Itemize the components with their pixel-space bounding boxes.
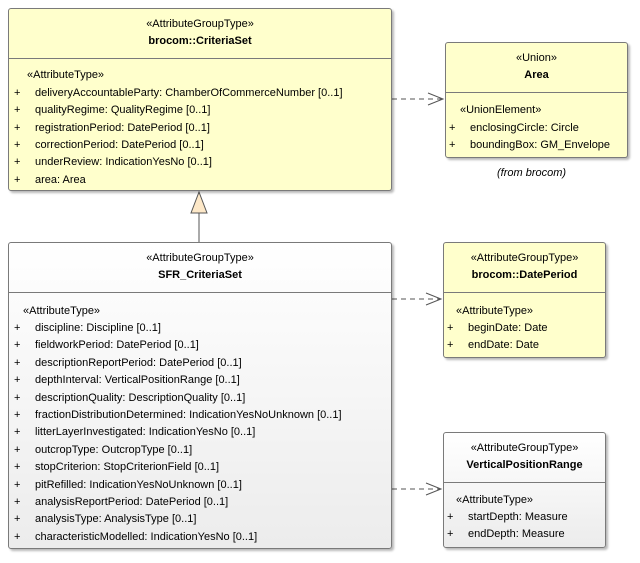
attribute-row: boundingBox: GM_Envelope (470, 139, 611, 151)
attribute-row: descriptionQuality: DescriptionQuality [… (35, 391, 246, 404)
class-criteria-set[interactable]: «AttributeGroupType» brocom::CriteriaSet… (8, 8, 392, 191)
class-sfr-criteria-set[interactable]: «AttributeGroupType» SFR_CriteriaSet «At… (8, 242, 392, 549)
class-header: «Union» Area (446, 43, 627, 93)
class-header: «AttributeGroupType» SFR_CriteriaSet (9, 243, 391, 293)
visibility-marker: + (14, 138, 21, 151)
visibility-marker: + (14, 443, 21, 456)
attribute-row: underReview: IndicationYesNo [0..1] (35, 156, 212, 169)
visibility-marker: + (447, 339, 454, 351)
attribute-row: outcropType: OutcropType [0..1] (35, 443, 193, 456)
section-label: «AttributeType» (456, 305, 534, 317)
attribute-row: endDate: Date (468, 339, 539, 351)
attribute-row: area: Area (35, 173, 86, 186)
attribute-row: enclosingCircle: Circle (470, 122, 579, 134)
visibility-marker: + (14, 530, 21, 543)
visibility-marker: + (14, 461, 21, 474)
attribute-row: descriptionReportPeriod: DatePeriod [0..… (35, 356, 242, 369)
class-name: brocom::CriteriaSet (148, 35, 252, 47)
stereotype-label: «AttributeGroupType» (470, 252, 579, 264)
section-label: «AttributeType» (456, 494, 534, 506)
association-arrowhead-area (427, 92, 445, 106)
attribute-row: fractionDistributionDetermined: Indicati… (35, 409, 342, 421)
class-date-period[interactable]: «AttributeGroupType» brocom::DatePeriod … (443, 242, 606, 358)
stereotype-label: «AttributeGroupType» (146, 252, 254, 264)
stereotype-label: «Union» (516, 52, 557, 64)
visibility-marker: + (449, 122, 456, 134)
attribute-row: analysisReportPeriod: DatePeriod [0..1] (35, 496, 229, 508)
attribute-row: fieldworkPeriod: DatePeriod [0..1] (35, 339, 199, 352)
attribute-row: beginDate: Date (468, 322, 548, 334)
visibility-marker: + (14, 391, 21, 404)
visibility-marker: + (447, 528, 454, 540)
attribute-row: analysisType: AnalysisType [0..1] (35, 513, 197, 526)
visibility-marker: + (14, 87, 21, 99)
visibility-marker: + (14, 496, 21, 508)
visibility-marker: + (14, 426, 21, 439)
attribute-row: characteristicModelled: IndicationYesNo … (35, 530, 258, 543)
section-label: «UnionElement» (460, 104, 542, 116)
attribute-row: pitRefilled: IndicationYesNoUnknown [0..… (35, 478, 242, 491)
attribute-row: deliveryAccountableParty: ChamberOfComme… (35, 87, 343, 99)
visibility-marker: + (449, 139, 456, 151)
class-name: Area (524, 69, 549, 81)
attribute-row: registrationPeriod: DatePeriod [0..1] (35, 121, 210, 134)
attribute-row: litterLayerInvestigated: IndicationYesNo… (35, 426, 256, 439)
attribute-row: stopCriterion: StopCriterionField [0..1] (35, 461, 220, 474)
visibility-marker: + (447, 511, 454, 523)
stereotype-label: «AttributeGroupType» (146, 18, 254, 30)
class-area[interactable]: «Union» Area «UnionElement» + enclosingCi… (445, 42, 628, 158)
attribute-row: endDepth: Measure (468, 528, 565, 540)
attribute-row: depthInterval: VerticalPositionRange [0.… (35, 374, 240, 387)
attribute-row: qualityRegime: QualityRegime [0..1] (35, 104, 211, 117)
visibility-marker: + (14, 173, 21, 186)
visibility-marker: + (14, 409, 21, 421)
association-arrowhead-verticalposition (425, 482, 443, 496)
attribute-row: correctionPeriod: DatePeriod [0..1] (35, 138, 204, 151)
class-name: brocom::DatePeriod (471, 269, 578, 281)
attribute-row: startDepth: Measure (468, 511, 568, 523)
visibility-marker: + (14, 156, 21, 169)
visibility-marker: + (14, 374, 21, 387)
class-vertical-position-range[interactable]: «AttributeGroupType» VerticalPositionRan… (443, 432, 606, 548)
visibility-marker: + (14, 478, 21, 491)
visibility-marker: + (447, 322, 454, 334)
visibility-marker: + (14, 322, 21, 334)
visibility-marker: + (14, 339, 21, 352)
visibility-marker: + (14, 513, 21, 526)
class-name: VerticalPositionRange (466, 459, 583, 471)
section-label: «AttributeType» (23, 305, 101, 317)
package-note: (from brocom) (497, 167, 567, 179)
section-label: «AttributeType» (27, 69, 105, 81)
visibility-marker: + (14, 104, 21, 117)
class-header: «AttributeGroupType» brocom::DatePeriod (444, 243, 605, 293)
generalization-arrowhead (190, 190, 208, 214)
visibility-marker: + (14, 121, 21, 134)
attribute-row: discipline: Discipline [0..1] (35, 322, 161, 334)
association-arrowhead-dateperiod (425, 292, 443, 306)
stereotype-label: «AttributeGroupType» (470, 442, 579, 454)
visibility-marker: + (14, 356, 21, 369)
class-name: SFR_CriteriaSet (158, 269, 242, 281)
class-header: «AttributeGroupType» VerticalPositionRan… (444, 433, 605, 483)
class-header: «AttributeGroupType» brocom::CriteriaSet (9, 9, 391, 59)
